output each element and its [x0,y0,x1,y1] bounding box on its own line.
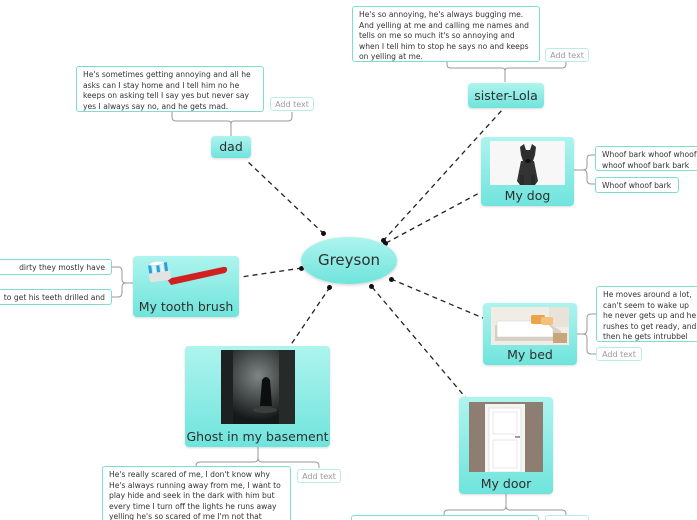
topic-my-door[interactable]: My door [459,397,553,494]
add-text-button-dad[interactable]: Add text [270,97,314,111]
bracket-dog-bottom [582,169,595,185]
bracket-door-right [505,505,567,520]
note-toothbrush-1-text: dirty they mostly have [19,263,105,272]
topic-my-tooth-brush[interactable]: My tooth brush [133,256,239,317]
topic-dad-label: dad [219,139,243,154]
note-bed-text: He moves around a lot, can't seem to wak… [603,290,697,342]
link-dot [321,231,326,236]
note-door[interactable] [351,515,539,520]
topic-door-label: My door [480,476,532,491]
note-dog-2[interactable]: Whoof whoof bark [595,177,679,193]
toothbrush-image [145,259,230,292]
note-toothbrush-2[interactable]: to get his teeth drilled and [0,289,112,305]
note-bed[interactable]: He moves around a lot, can't seem to wak… [596,286,697,342]
bracket-toothbrush-bottom [112,282,127,298]
link-ghost [289,286,331,347]
bracket-toothbrush-top [112,266,133,284]
note-dad[interactable]: He's sometimes getting annoying and all … [76,66,264,112]
topic-dog-label: My dog [504,188,551,203]
add-text-label: Add text [550,51,584,60]
note-sister-text: He's so annoying, he's always bugging me… [359,10,529,62]
bracket-dad-right [230,112,293,125]
topic-ghost-label: Ghost in my basement [186,429,329,444]
note-toothbrush-1[interactable]: dirty they mostly have [0,259,112,275]
ghost-image [221,350,295,424]
bracket-ghost-right [257,457,320,468]
central-topic[interactable]: Greyson [301,237,397,284]
link-door [371,286,467,399]
bracket-bed-top [577,313,596,335]
topic-my-dog[interactable]: My dog [481,137,574,206]
door-image [469,402,543,472]
add-text-label: Add text [602,350,636,359]
bracket-dog-top [574,154,595,171]
topic-sister-label: sister-Lola [474,88,538,103]
link-dog [385,190,484,244]
link-sister [382,108,504,242]
note-ghost[interactable]: He's really scared of me, I don't know w… [102,466,291,520]
note-dog-1[interactable]: Whoof bark whoof whoof whoof whoof bark … [595,146,697,171]
bracket-sister-right [504,62,567,72]
link-bed [390,278,484,319]
bracket-bed-bottom [582,333,596,355]
note-dog-2-text: Whoof whoof bark [602,181,672,190]
topic-my-bed[interactable]: My bed [483,303,577,365]
topic-ghost-in-my-basement[interactable]: Ghost in my basement [185,346,330,447]
topic-bed-label: My bed [507,347,553,362]
add-text-label: Add text [302,472,336,481]
link-dot [369,284,374,289]
link-dad [245,159,325,235]
note-dog-1-text: Whoof bark whoof whoof whoof whoof bark … [602,150,697,170]
note-dad-text: He's sometimes getting annoying and all … [83,70,251,111]
bed-image [491,307,569,345]
topic-dad[interactable]: dad [211,136,251,158]
central-topic-label: Greyson [317,251,381,269]
bracket-sister-left [446,62,506,82]
add-text-button-door[interactable] [545,515,589,520]
topic-tooth-brush-label: My tooth brush [138,299,234,314]
note-ghost-text: He's really scared of me, I don't know w… [109,470,281,520]
link-dot [381,238,386,243]
note-sister[interactable]: He's so annoying, he's always bugging me… [352,6,540,62]
link-dot [327,285,332,290]
link-dot [383,241,388,246]
bracket-ghost-left [195,447,259,468]
add-text-button-ghost[interactable]: Add text [297,469,341,483]
note-toothbrush-2-text: to get his teeth drilled and [3,293,105,302]
add-text-label: Add text [275,100,309,109]
add-text-button-bed[interactable]: Add text [596,347,642,361]
link-dot [299,266,304,271]
link-toothbrush [240,267,303,278]
dog-image [490,141,565,185]
link-dot [389,277,394,282]
add-text-button-sister[interactable]: Add text [545,48,589,62]
bracket-dad-left [171,112,232,136]
topic-sister-lola[interactable]: sister-Lola [468,83,544,108]
